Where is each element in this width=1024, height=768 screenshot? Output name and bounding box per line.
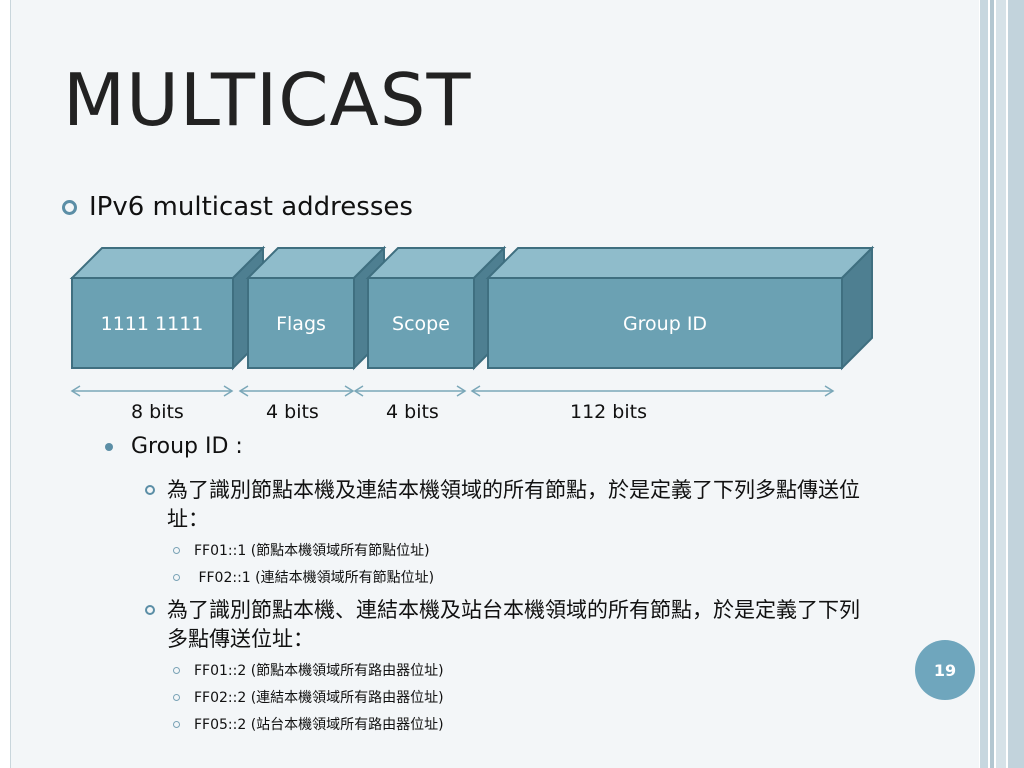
dimension-label-8bits: 8 bits: [131, 401, 184, 423]
block-flags: [245, 245, 387, 371]
ring-bullet-icon: [173, 573, 180, 581]
list-item-text: FF05::2 (站台本機領域所有路由器位址): [194, 717, 444, 733]
list-item: FF05::2 (站台本機領域所有路由器位址): [173, 714, 444, 734]
ring-bullet-icon: [62, 199, 77, 215]
dimension-arrows: [70, 385, 835, 397]
list-item-text: FF01::2 (節點本機領域所有路由器位址): [194, 663, 444, 679]
bullet-group-id: Group ID :: [105, 434, 243, 459]
ring-bullet-icon: [173, 546, 180, 554]
decor-stripe: [990, 0, 994, 768]
ring-bullet-icon: [173, 720, 180, 728]
list-item: FF02::2 (連結本機領域所有路由器位址): [173, 687, 444, 707]
block-prefix: [69, 245, 266, 371]
block-label-prefix: 1111 1111: [101, 313, 204, 335]
block-group-id: [485, 245, 875, 371]
list-item-text: FF02::2 (連結本機領域所有路由器位址): [194, 690, 444, 706]
bullet-ipv6: IPv6 multicast addresses: [62, 192, 413, 222]
dimension-label-112bits: 112 bits: [570, 401, 647, 423]
block-label-flags: Flags: [276, 313, 326, 335]
list-item-text: FF02::1 (連結本機領域所有節點位址): [194, 570, 435, 586]
address-format-diagram: 1111 1111 Flags Scope Group ID: [69, 245, 875, 397]
dimension-label-4bits-flags: 4 bits: [266, 401, 319, 423]
ring-bullet-icon: [145, 485, 155, 495]
decor-stripe: [980, 0, 988, 768]
block-label-group-id: Group ID: [623, 313, 707, 335]
sub-bullet-2-text: 為了識別節點本機、連結本機及站台本機領域的所有節點，於是定義了下列多點傳送位址：: [167, 598, 860, 651]
sub-bullet-1: 為了識別節點本機及連結本機領域的所有節點，於是定義了下列多點傳送位址：: [145, 476, 865, 534]
ring-bullet-icon: [173, 693, 180, 701]
group-id-heading: Group ID :: [131, 434, 243, 459]
list-item: FF02::1 (連結本機領域所有節點位址): [173, 567, 434, 587]
decor-stripe: [996, 0, 1006, 768]
ring-bullet-icon: [145, 605, 155, 615]
decor-stripe: [1008, 0, 1024, 768]
sub-bullet-1-text: 為了識別節點本機及連結本機領域的所有節點，於是定義了下列多點傳送位址：: [167, 478, 860, 531]
dimension-label-4bits-scope: 4 bits: [386, 401, 439, 423]
sub-bullet-2: 為了識別節點本機、連結本機及站台本機領域的所有節點，於是定義了下列多點傳送位址：: [145, 596, 865, 654]
list-item-text: FF01::1 (節點本機領域所有節點位址): [194, 543, 430, 559]
slide-background: [10, 0, 979, 768]
bullet-text: IPv6 multicast addresses: [89, 192, 413, 222]
block-label-scope: Scope: [392, 313, 450, 335]
ring-bullet-icon: [173, 666, 180, 674]
block-scope: [365, 245, 507, 371]
page-number-badge: 19: [915, 640, 975, 700]
list-item: FF01::1 (節點本機領域所有節點位址): [173, 540, 430, 560]
list-item: FF01::2 (節點本機領域所有路由器位址): [173, 660, 444, 680]
slide-title: MULTICAST: [63, 58, 472, 142]
dot-bullet-icon: [105, 442, 113, 451]
